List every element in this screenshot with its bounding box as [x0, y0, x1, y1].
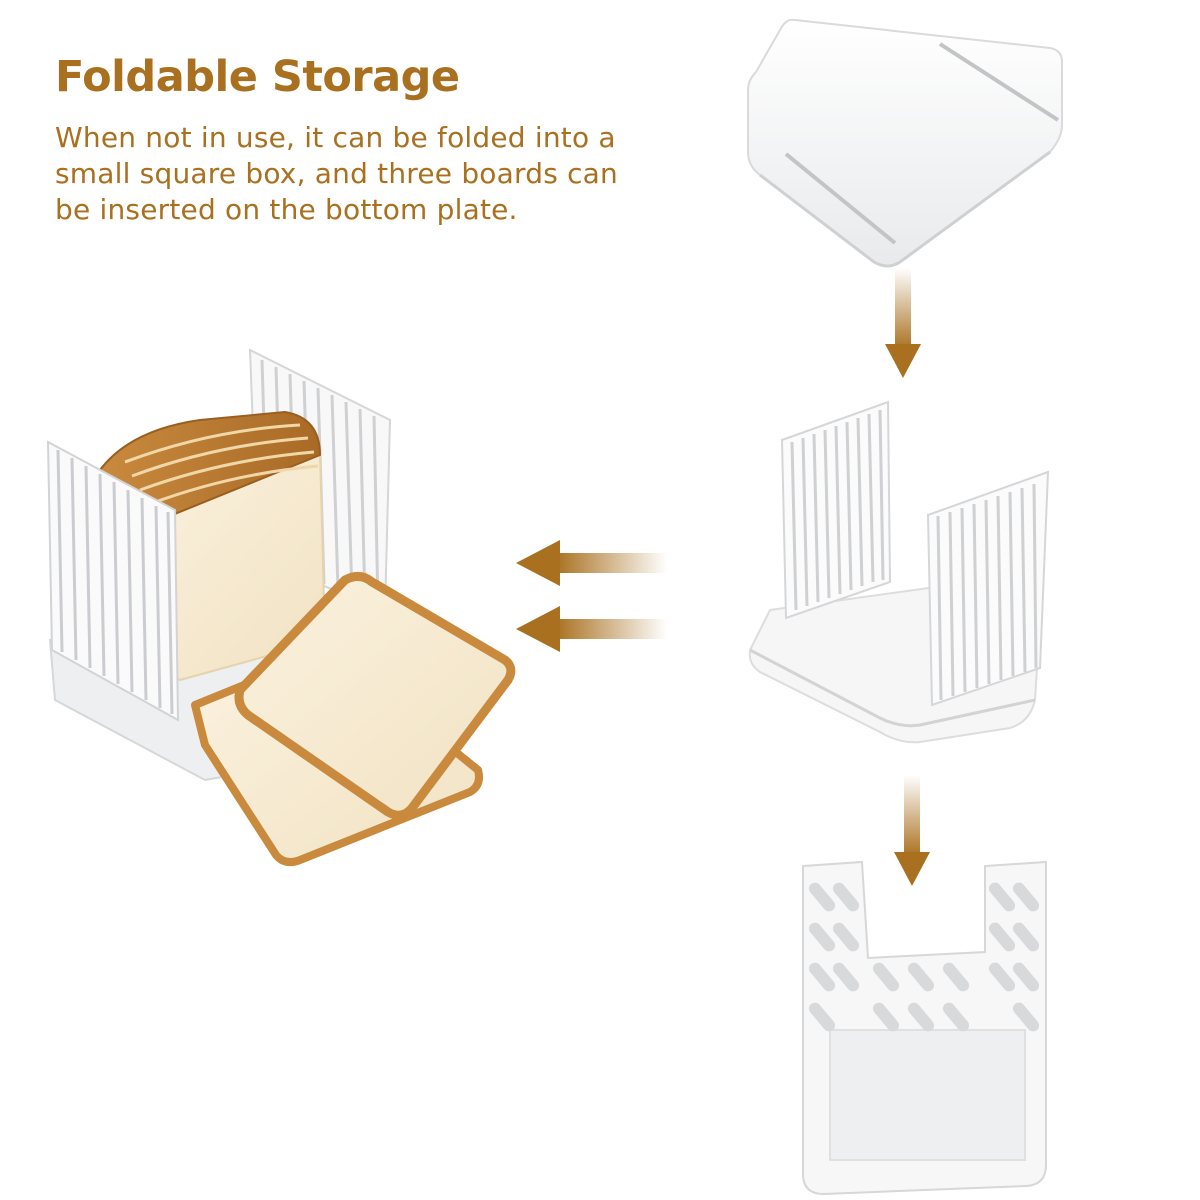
arrow-down-icon	[885, 268, 921, 378]
flat-base-plate	[747, 18, 1063, 268]
headline: Foldable Storage	[55, 52, 460, 102]
folded-square-box	[802, 860, 1047, 1196]
bread-loaf-in-slicer	[46, 348, 516, 867]
slicer-guide-assembled	[748, 400, 1050, 744]
description: When not in use, it can be folded into a…	[55, 121, 618, 226]
arrow-left-icon	[516, 606, 667, 652]
arrow-left-icon	[516, 540, 667, 586]
arrow-down-icon	[894, 775, 930, 886]
